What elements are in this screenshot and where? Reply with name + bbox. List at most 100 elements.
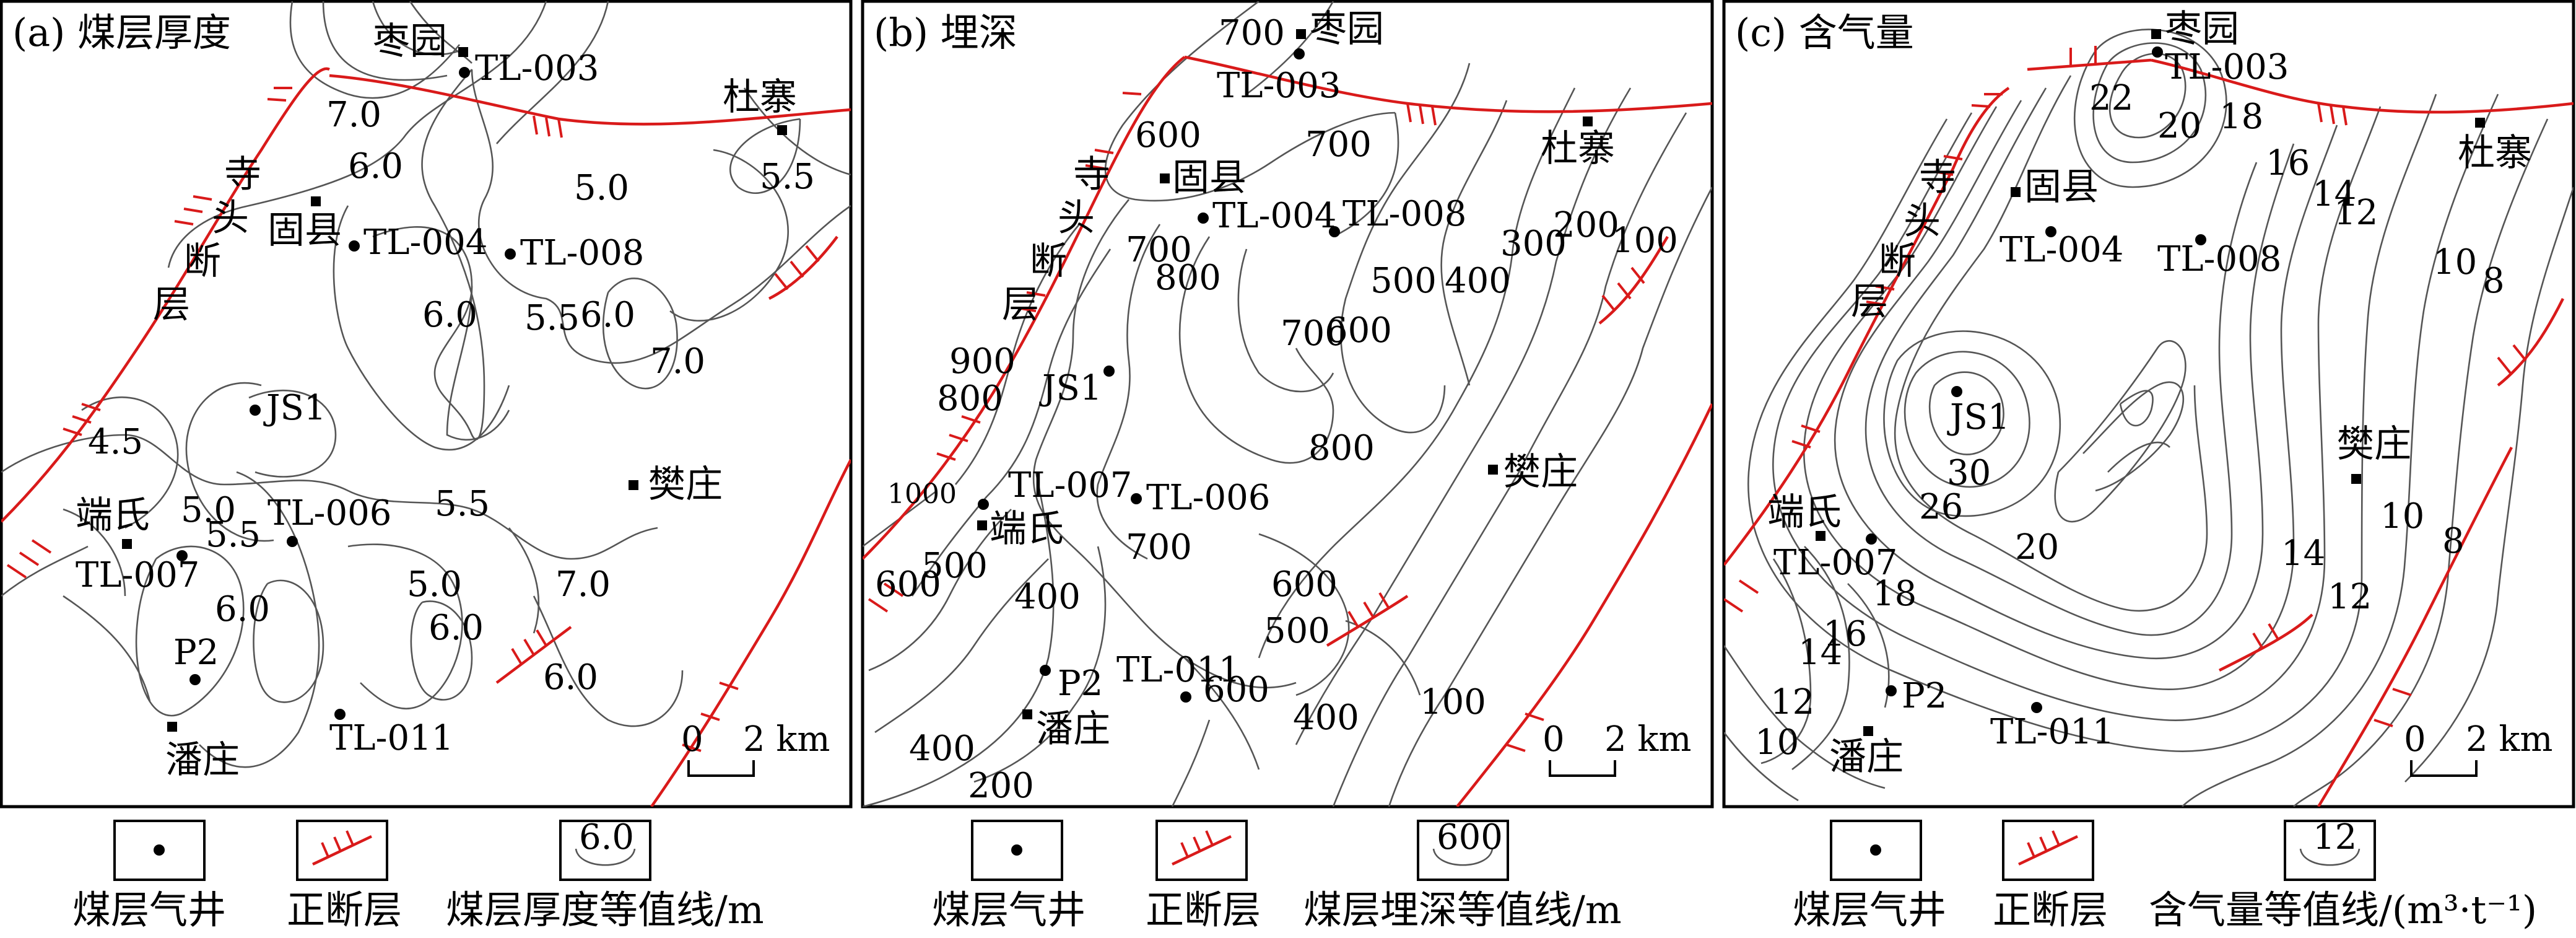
svg-text:头: 头 [212,196,249,240]
svg-text:樊庄: 樊庄 [1503,450,1578,494]
svg-text:层: 层 [1851,280,1888,323]
svg-text:700: 700 [1305,125,1372,165]
svg-text:杜寨: 杜寨 [723,76,797,119]
panel-b: (b) 埋深 700 600 700 700 800 700 600 500 4… [861,0,1714,809]
well-dot [250,405,261,416]
well-dot [349,240,360,252]
svg-text:5.5: 5.5 [524,298,580,338]
legend-fault-icon [1172,835,1232,866]
panel-a-title: (a) 煤层厚度 [12,10,231,55]
well-dot [1886,685,1897,696]
town-marker [167,722,177,732]
town-marker [1816,531,1825,541]
svg-text:潘庄: 潘庄 [165,739,240,782]
svg-text:枣园: 枣园 [373,20,447,63]
svg-text:10: 10 [2380,496,2424,537]
svg-text:正断层: 正断层 [1993,887,2108,932]
svg-text:6.0: 6.0 [580,295,635,335]
svg-text:600: 600 [1271,564,1338,605]
svg-text:JS1: JS1 [1039,368,1102,408]
panel-a-frame [0,0,853,809]
svg-text:16: 16 [2266,143,2310,183]
svg-text:400: 400 [1014,577,1081,617]
town-marker [2011,187,2021,197]
svg-text:层: 层 [153,283,190,327]
svg-text:5.5: 5.5 [206,515,261,555]
panel-a-faults [1,67,851,807]
svg-text:200: 200 [968,766,1034,806]
svg-text:断: 断 [184,240,221,283]
svg-text:TL-008: TL-008 [2157,239,2281,279]
svg-text:800: 800 [937,379,1003,419]
svg-text:樊庄: 樊庄 [648,463,723,506]
svg-text:TL-007: TL-007 [76,555,199,595]
well-dot [1180,691,1191,703]
svg-text:煤层气井: 煤层气井 [72,887,226,932]
well-dot [978,499,989,510]
legend-fault-icon [312,835,372,866]
svg-text:900: 900 [949,341,1016,382]
panel-c-scale-bar: 0 2 km [2404,719,2552,777]
panel-c: (c) 含气量 22 20 18 16 14 12 10 8 30 26 20 … [1722,0,2575,809]
svg-text:断: 断 [1030,240,1067,283]
svg-text:12: 12 [2313,817,2357,857]
svg-text:TL-008: TL-008 [1342,194,1466,234]
svg-text:煤层气井: 煤层气井 [932,887,1086,932]
svg-text:700: 700 [1281,313,1347,354]
svg-text:P2: P2 [1058,664,1103,704]
svg-text:TL-003: TL-003 [475,48,599,89]
legend-b: 煤层气井 正断层 600 煤层埋深等值线/m [932,817,1622,932]
well-dot [1951,386,1962,397]
svg-text:5.5: 5.5 [435,484,490,524]
svg-text:固县: 固县 [268,209,342,252]
panel-a-places: 枣园 杜寨 固县 端氏 樊庄 潘庄 寺 头 断 层 [76,20,797,782]
panel-c-fault-ticks [1724,46,2527,727]
svg-text:400: 400 [909,729,975,769]
svg-text:TL-004: TL-004 [363,222,487,263]
svg-text:2 km: 2 km [743,719,830,760]
svg-text:100: 100 [1420,682,1486,722]
svg-text:6.0: 6.0 [422,295,477,335]
svg-text:20: 20 [2015,527,2059,568]
svg-text:300: 300 [1500,224,1567,264]
svg-text:5.0: 5.0 [574,168,629,208]
svg-text:寺: 寺 [224,153,261,196]
svg-text:寺: 寺 [1073,153,1110,196]
town-marker [977,520,987,530]
panel-a-contour-labels: 7.0 6.0 5.0 5.5 6.0 5.5 6.0 7.0 4.5 5.0 … [88,95,815,698]
svg-text:正断层: 正断层 [287,887,402,932]
svg-text:0: 0 [1543,719,1565,760]
svg-text:800: 800 [1308,428,1375,468]
svg-text:14: 14 [2312,174,2356,214]
svg-text:2 km: 2 km [2466,719,2552,760]
svg-text:樊庄: 樊庄 [2337,423,2411,466]
svg-text:10: 10 [2433,242,2477,283]
legend-a: 煤层气井 正断层 6.0 煤层厚度等值线/m [72,817,764,932]
svg-text:寺: 寺 [1919,156,1956,199]
panel-c-faults [1724,46,2574,807]
svg-text:6.0: 6.0 [348,146,403,186]
svg-text:5.5: 5.5 [760,157,815,197]
well-dot [287,536,298,547]
town-marker [1583,116,1593,126]
svg-text:30: 30 [1947,453,1991,493]
svg-text:0: 0 [681,719,703,760]
town-marker [629,480,638,490]
svg-text:14: 14 [2281,533,2325,574]
town-marker [1863,726,1873,736]
svg-text:杜寨: 杜寨 [1541,127,1615,170]
town-marker [2151,29,2161,39]
well-dot [1040,665,1051,676]
well-dot [1103,366,1115,377]
svg-text:6.0: 6.0 [543,657,598,698]
well-dot [2195,234,2206,245]
well-dot [334,709,346,720]
svg-text:TL-003: TL-003 [2165,47,2289,87]
svg-text:6.0: 6.0 [215,589,270,629]
well-dot [1866,533,1877,545]
panel-b-scale-bar: 0 2 km [1543,719,1691,777]
svg-text:600: 600 [1135,115,1201,156]
panel-c-places: 枣园 杜寨 固县 端氏 樊庄 潘庄 寺 头 断 层 [1767,7,2532,779]
town-marker [777,125,787,135]
svg-text:7.0: 7.0 [650,341,705,382]
